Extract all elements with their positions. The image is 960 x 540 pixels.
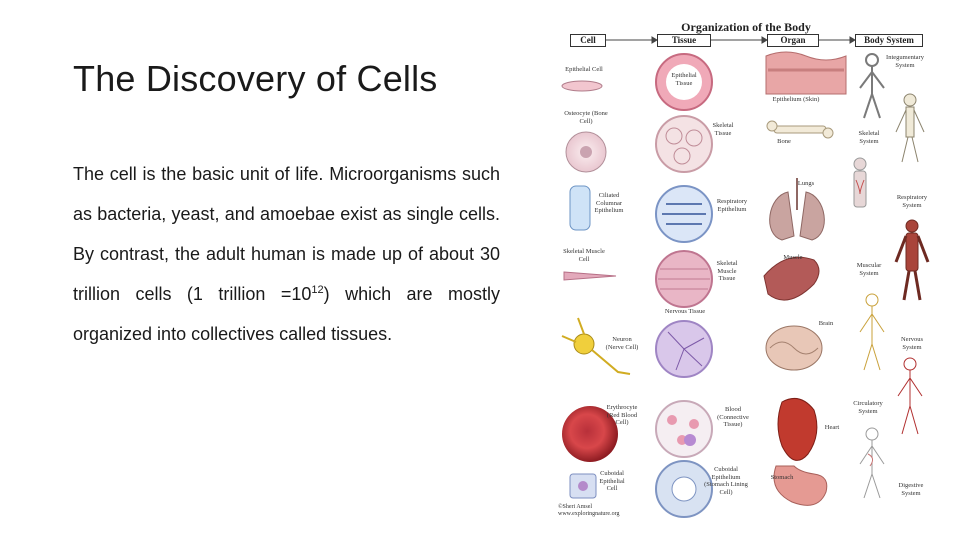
organization-of-body-figure: Organization of the Body Cell Tissue Org… [556,14,936,524]
label-blood: Blood (Connective Tissue) [717,406,749,428]
label-brain: Brain [818,320,834,327]
label-epithelial-tissue: Epithelial Tissue [671,72,697,87]
slide-title: The Discovery of Cells [73,58,438,99]
label-lungs: Lungs [797,180,815,187]
credit-website: www.exploringnature.org [558,511,620,517]
label-heart: Heart [824,424,840,431]
heart-drawing [777,397,818,461]
header-cell: Cell [570,34,606,47]
label-osteocyte: Osteocyte (Bone Cell) [564,110,608,125]
body-text-part1: The cell is the basic unit of life. Micr… [73,164,500,304]
label-bone: Bone [777,138,791,145]
label-epithelium-skin: Epithelium (Skin) [772,96,820,103]
label-respiratory-epithelium: Respiratory Epithelium [716,198,748,213]
label-ciliated-cell: Ciliated Columnar Epithelium [594,192,624,214]
label-muscular-system: Muscular System [856,262,882,277]
header-body-system: Body System [855,34,923,47]
label-muscle: Muscle [783,254,803,261]
header-tissue: Tissue [657,34,711,47]
figure-title: Organization of the Body [681,20,811,34]
label-cuboidal-epithelium: Cuboidal Epithelium (Stomach Lining Cell… [704,466,748,496]
integumentary-figure [859,53,885,119]
label-skeletal-system: Skeletal System [858,130,880,145]
label-skeletal-tissue: Skeletal Tissue [712,122,734,137]
skin-drawing [765,51,847,95]
blood-tissue-drawing [655,400,713,458]
label-respiratory-system: Respiratory System [896,194,928,209]
respiratory-figure [853,157,867,208]
ciliated-cell-drawing [569,185,591,231]
epithelial-cell-drawing [561,80,603,92]
label-neuron: Neuron (Nerve Cell) [605,336,639,351]
label-digestive-system: Digestive System [898,482,924,497]
body-paragraph: The cell is the basic unit of life. Micr… [73,154,500,354]
nervous-figure [859,293,885,371]
body-exponent: 12 [311,284,324,296]
label-skeletal-muscle-cell: Skeletal Muscle Cell [563,248,605,263]
header-organ: Organ [767,34,819,47]
neuron-drawing [573,333,595,355]
skeleton-figure [895,93,925,163]
lungs-drawing [769,191,795,241]
circulatory-figure [897,357,923,435]
erythrocyte-drawing [562,406,618,462]
muscular-figure [894,219,930,301]
label-cuboidal-cell: Cuboidal Epithelial Cell [599,470,625,492]
label-circulatory-system: Circulatory System [853,400,883,415]
label-skeletal-muscle-tissue: Skeletal Muscle Tissue [716,260,738,282]
credit-author: ©Sheri Amsel [558,504,593,510]
label-integumentary-system: Integumentary System [886,54,924,69]
label-epithelial-cell: Epithelial Cell [565,66,603,73]
label-nervous-system: Nervous System [900,336,924,351]
bone-drawing [773,125,827,134]
digestive-figure [859,427,885,499]
figure-illustrations [561,36,930,518]
body-text-part2: ) which are mostly organized into collec… [73,284,501,344]
label-stomach: Stomach [770,474,794,481]
skeletal-muscle-cell-drawing [563,271,617,281]
stomach-drawing [773,465,828,506]
header-arrows [604,36,856,44]
label-nervous-tissue: Nervous Tissue [664,308,706,315]
label-erythrocyte: Erythrocyte (Red Blood Cell) [606,404,638,426]
skeletal-tissue-drawing [655,115,713,173]
arm-muscle-drawing [763,256,820,301]
